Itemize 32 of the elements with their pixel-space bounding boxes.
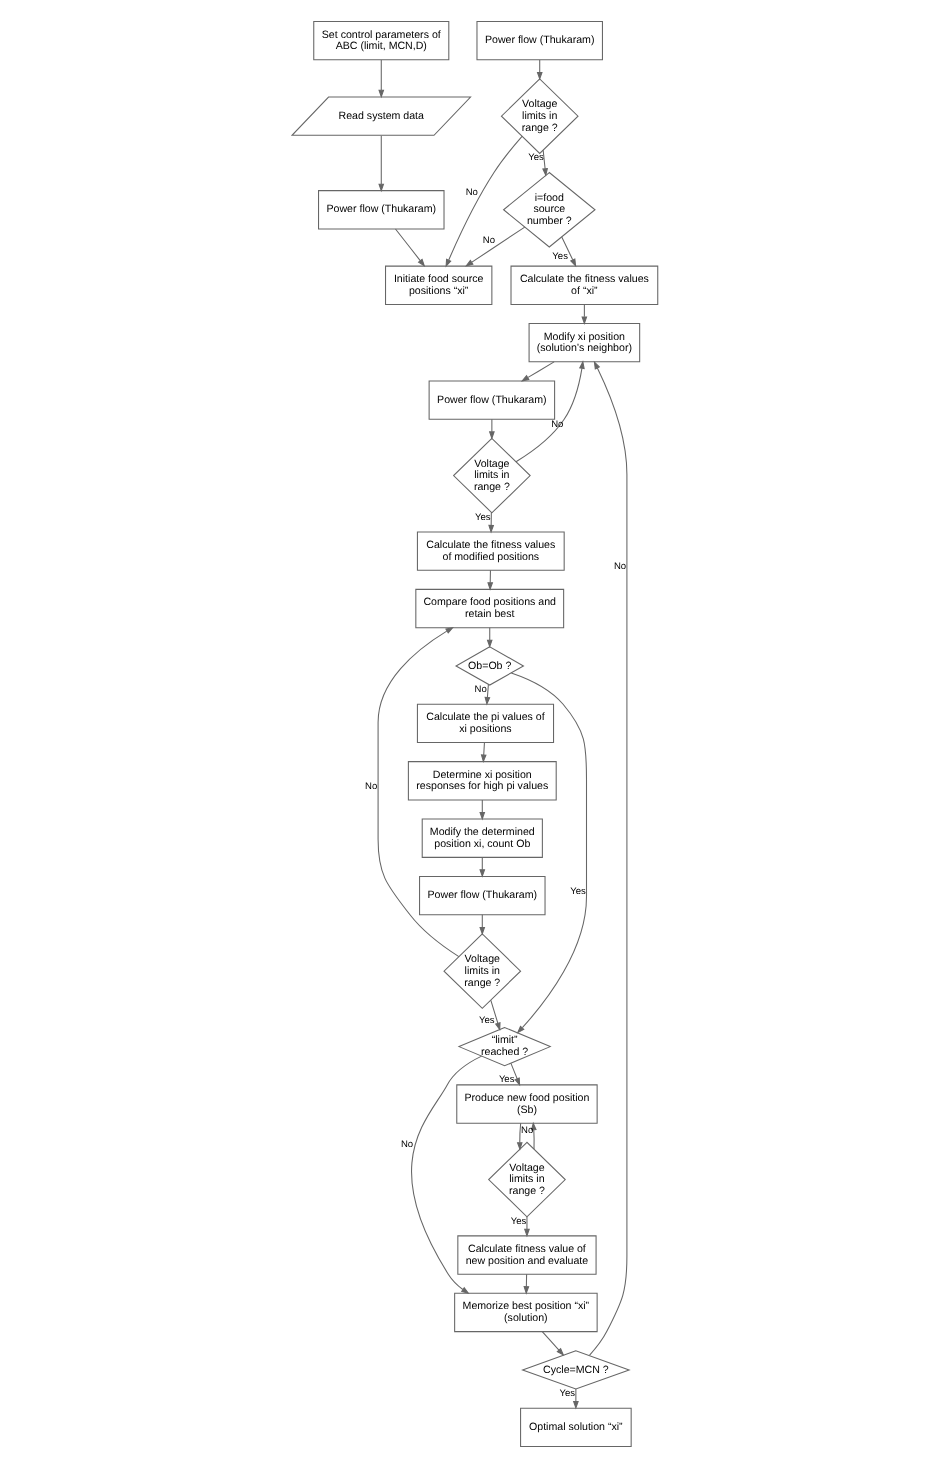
arrow bbox=[393, 228, 425, 268]
arrow bbox=[560, 236, 576, 268]
arrow bbox=[514, 360, 584, 463]
arrow bbox=[463, 226, 525, 267]
arrow bbox=[486, 569, 493, 591]
arrow bbox=[478, 914, 485, 936]
arrow bbox=[487, 418, 494, 440]
arrow bbox=[509, 672, 587, 1034]
arrow bbox=[479, 742, 486, 763]
arrow bbox=[571, 1388, 578, 1410]
arrow bbox=[444, 135, 522, 268]
arrow bbox=[487, 511, 494, 534]
arrow bbox=[540, 1331, 564, 1357]
arrow bbox=[489, 999, 500, 1031]
arrow bbox=[541, 149, 547, 177]
arrow bbox=[377, 135, 384, 193]
arrow bbox=[483, 683, 490, 706]
arrow bbox=[522, 1273, 529, 1295]
arrow bbox=[580, 303, 587, 325]
arrow bbox=[529, 1121, 536, 1150]
arrow bbox=[509, 1062, 520, 1087]
arrow bbox=[535, 59, 542, 81]
arrow bbox=[522, 1216, 529, 1238]
arrow bbox=[478, 856, 485, 878]
arrow bbox=[519, 361, 554, 382]
arrow bbox=[410, 1055, 482, 1295]
arrow bbox=[376, 626, 459, 958]
arrow bbox=[478, 799, 485, 821]
arrow bbox=[485, 627, 492, 649]
arrow bbox=[515, 1122, 522, 1151]
arrow bbox=[377, 59, 384, 99]
arrow bbox=[587, 360, 627, 1356]
